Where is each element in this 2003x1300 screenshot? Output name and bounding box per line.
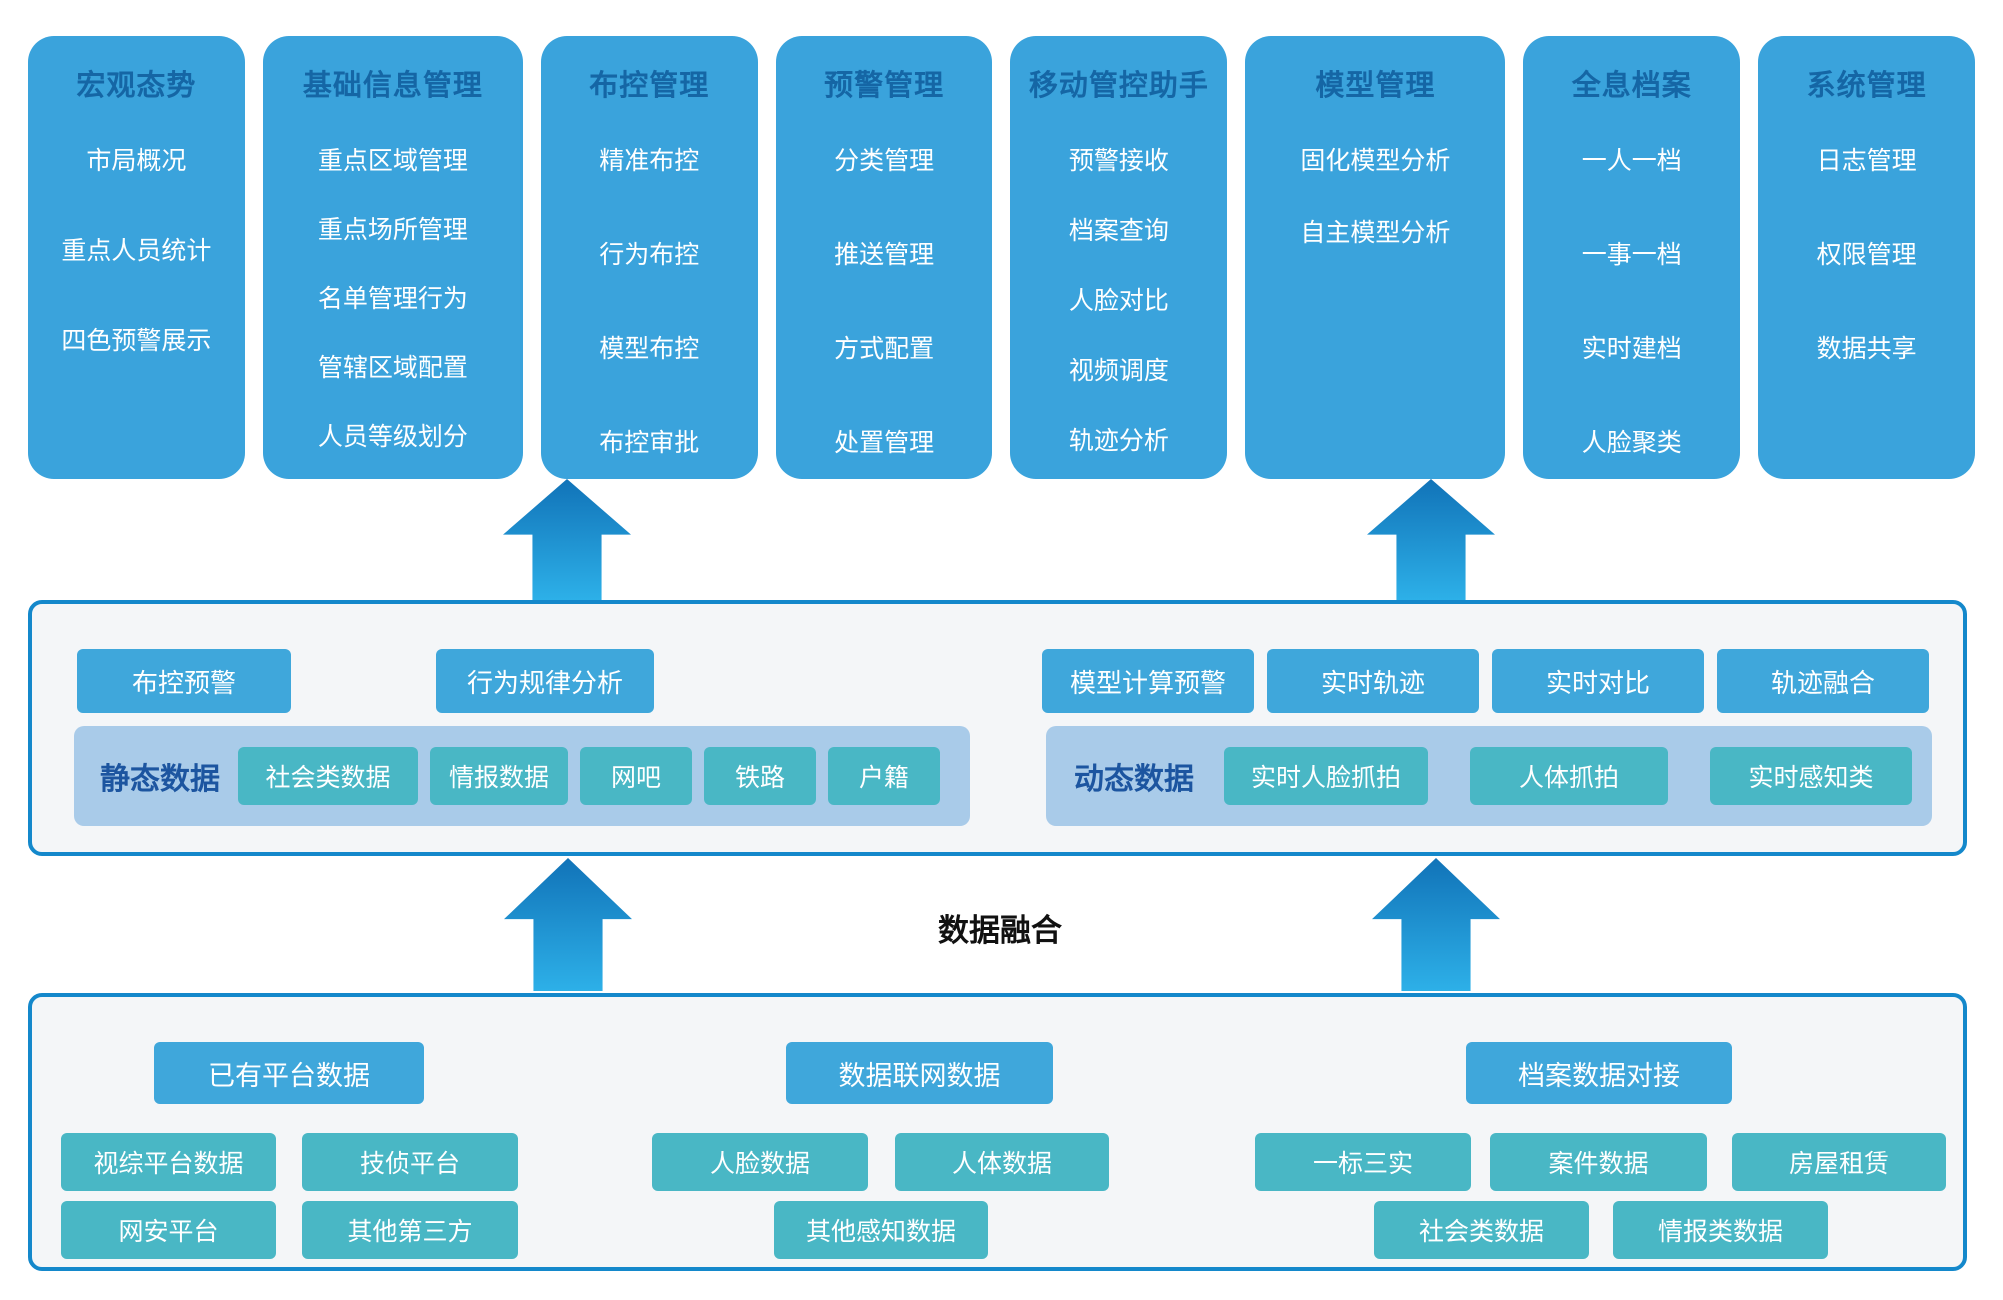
- source-chip: 其他第三方: [302, 1201, 518, 1259]
- module-item: 重点场所管理: [317, 216, 468, 244]
- module-item: 人脸聚类: [1581, 429, 1682, 457]
- module-item: 市局概况: [86, 147, 187, 175]
- module-title: 全息档案: [1571, 70, 1692, 102]
- source-header-platform: 已有平台数据: [154, 1042, 424, 1104]
- module-item: 自主模型分析: [1300, 219, 1451, 247]
- module-item: 行为布控: [599, 241, 700, 269]
- data-chip: 实时人脸抓拍: [1224, 747, 1428, 805]
- analysis-button: 行为规律分析: [436, 649, 654, 713]
- module-item: 处置管理: [834, 429, 935, 457]
- module-title: 系统管理: [1806, 70, 1927, 102]
- module-item: 档案查询: [1068, 217, 1169, 245]
- analysis-button: 实时轨迹: [1267, 649, 1479, 713]
- data-chip: 人体抓拍: [1470, 747, 1668, 805]
- analysis-button: 轨迹融合: [1717, 649, 1929, 713]
- module-item: 轨迹分析: [1068, 427, 1169, 455]
- data-chip: 网吧: [580, 747, 692, 805]
- module-item: 分类管理: [834, 147, 935, 175]
- module-row: 宏观态势 市局概况 重点人员统计 四色预警展示 基础信息管理 重点区域管理 重点…: [28, 36, 1975, 479]
- module-item: 预警接收: [1068, 147, 1169, 175]
- module-item: 一事一档: [1581, 241, 1682, 269]
- module-items: 分类管理 推送管理 方式配置 处置管理: [776, 146, 993, 458]
- module-item: 模型布控: [599, 335, 700, 363]
- module-item: 实时建档: [1581, 335, 1682, 363]
- analysis-layer-panel: 布控预警 行为规律分析 模型计算预警 实时轨迹 实时对比 轨迹融合 静态数据 社…: [28, 600, 1967, 856]
- module-box-warning: 预警管理 分类管理 推送管理 方式配置 处置管理: [775, 36, 993, 479]
- source-chip: 情报类数据: [1613, 1201, 1828, 1259]
- module-item: 重点人员统计: [61, 237, 212, 265]
- data-chip: 情报数据: [430, 747, 568, 805]
- up-arrow-icon: [503, 479, 631, 600]
- data-chip: 户籍: [828, 747, 940, 805]
- data-chip: 实时感知类: [1710, 747, 1912, 805]
- up-arrow-icon: [1367, 479, 1495, 600]
- module-item: 日志管理: [1816, 147, 1917, 175]
- module-title: 移动管控助手: [1028, 70, 1209, 102]
- module-box-system: 系统管理 日志管理 权限管理 数据共享: [1758, 36, 1975, 479]
- source-chip: 案件数据: [1490, 1133, 1707, 1191]
- module-box-model: 模型管理 固化模型分析 自主模型分析: [1245, 36, 1506, 479]
- module-box-macro: 宏观态势 市局概况 重点人员统计 四色预警展示: [28, 36, 245, 479]
- module-box-mobile-assistant: 移动管控助手 预警接收 档案查询 人脸对比 视频调度 轨迹分析: [1010, 36, 1228, 479]
- source-chip: 网安平台: [61, 1201, 276, 1259]
- module-item: 推送管理: [834, 241, 935, 269]
- module-item: 一人一档: [1581, 147, 1682, 175]
- source-chip: 视综平台数据: [61, 1133, 276, 1191]
- module-items: 固化模型分析 自主模型分析: [1245, 146, 1505, 248]
- module-item: 方式配置: [834, 335, 935, 363]
- module-item: 固化模型分析: [1300, 147, 1451, 175]
- source-header-archive: 档案数据对接: [1466, 1042, 1732, 1104]
- source-chip: 人体数据: [895, 1133, 1109, 1191]
- data-chip: 铁路: [704, 747, 816, 805]
- fusion-label: 数据融合: [938, 913, 1062, 948]
- module-title: 宏观态势: [76, 70, 197, 102]
- module-box-basic-info: 基础信息管理 重点区域管理 重点场所管理 名单管理行为 管辖区域配置 人员等级划…: [262, 36, 523, 479]
- up-arrow-icon: [504, 858, 632, 991]
- module-box-control: 布控管理 精准布控 行为布控 模型布控 布控审批: [540, 36, 758, 479]
- module-title: 基础信息管理: [302, 70, 483, 102]
- module-items: 预警接收 档案查询 人脸对比 视频调度 轨迹分析: [1010, 146, 1227, 456]
- module-box-holographic-archive: 全息档案 一人一档 一事一档 实时建档 人脸聚类: [1523, 36, 1741, 479]
- module-items: 市局概况 重点人员统计 四色预警展示: [28, 146, 245, 356]
- module-title: 模型管理: [1315, 70, 1436, 102]
- module-item: 权限管理: [1816, 241, 1917, 269]
- dynamic-data-band: 动态数据 实时人脸抓拍 人体抓拍 实时感知类: [1046, 726, 1932, 826]
- source-chip: 房屋租赁: [1732, 1133, 1946, 1191]
- module-item: 精准布控: [599, 147, 700, 175]
- module-items: 精准布控 行为布控 模型布控 布控审批: [541, 146, 758, 458]
- source-header-network: 数据联网数据: [786, 1042, 1053, 1104]
- module-items: 重点区域管理 重点场所管理 名单管理行为 管辖区域配置 人员等级划分: [263, 146, 523, 452]
- analysis-button-cluster: 模型计算预警 实时轨迹 实时对比 轨迹融合: [1042, 649, 1929, 713]
- module-item: 人员等级划分: [317, 423, 468, 451]
- module-item: 名单管理行为: [317, 285, 468, 313]
- module-items: 一人一档 一事一档 实时建档 人脸聚类: [1523, 146, 1740, 458]
- source-chip: 其他感知数据: [774, 1201, 988, 1259]
- source-chip: 一标三实: [1255, 1133, 1471, 1191]
- source-chip: 社会类数据: [1374, 1201, 1589, 1259]
- module-title: 布控管理: [589, 70, 710, 102]
- source-layer-panel: 已有平台数据 视综平台数据 技侦平台 网安平台 其他第三方 数据联网数据 人脸数…: [28, 993, 1967, 1271]
- source-chip: 人脸数据: [652, 1133, 868, 1191]
- analysis-button: 布控预警: [77, 649, 291, 713]
- analysis-button: 模型计算预警: [1042, 649, 1254, 713]
- module-item: 管辖区域配置: [317, 354, 468, 382]
- module-item: 人脸对比: [1068, 287, 1169, 315]
- band-label: 静态数据: [100, 763, 220, 796]
- module-items: 日志管理 权限管理 数据共享: [1758, 146, 1975, 364]
- module-item: 四色预警展示: [61, 327, 212, 355]
- band-label: 动态数据: [1074, 763, 1194, 796]
- module-title: 预警管理: [824, 70, 945, 102]
- module-item: 重点区域管理: [317, 147, 468, 175]
- source-chip: 技侦平台: [302, 1133, 518, 1191]
- data-chip: 社会类数据: [238, 747, 418, 805]
- up-arrow-icon: [1372, 858, 1500, 991]
- module-item: 布控审批: [599, 429, 700, 457]
- module-item: 视频调度: [1068, 357, 1169, 385]
- module-item: 数据共享: [1816, 335, 1917, 363]
- static-data-band: 静态数据 社会类数据 情报数据 网吧 铁路 户籍: [74, 726, 970, 826]
- analysis-button: 实时对比: [1492, 649, 1704, 713]
